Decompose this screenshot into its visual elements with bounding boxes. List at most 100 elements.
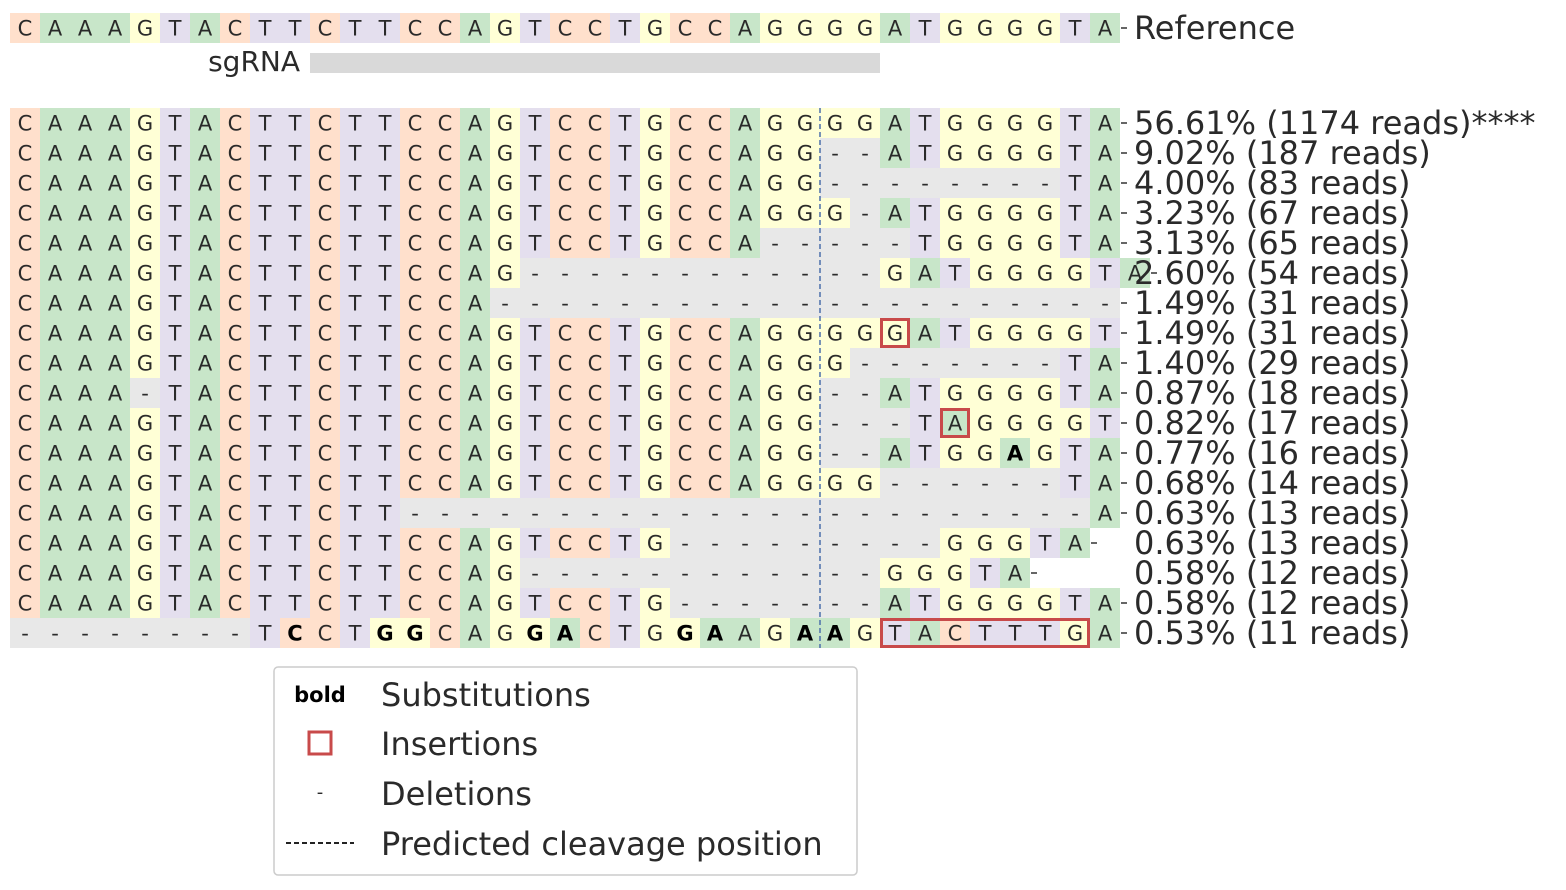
allele-cell <box>490 228 520 258</box>
allele-cell <box>850 618 880 648</box>
reference-cell <box>160 13 190 43</box>
allele-cell <box>40 168 70 198</box>
base-letter: G <box>137 352 153 376</box>
base-letter: G <box>797 382 813 406</box>
deletion-mark: - <box>621 502 629 526</box>
allele-cell <box>520 618 550 648</box>
base-letter: C <box>18 202 33 226</box>
allele-cell <box>220 408 250 438</box>
base-letter: T <box>378 532 392 556</box>
base-letter: A <box>468 262 483 286</box>
allele-cell <box>10 288 40 318</box>
allele-cell <box>340 438 370 468</box>
allele-cell <box>1000 618 1030 648</box>
base-letter: G <box>947 592 963 616</box>
deletion-mark: - <box>891 472 899 496</box>
base-letter: A <box>468 472 483 496</box>
base-letter: G <box>767 112 783 136</box>
allele-cell <box>820 378 850 408</box>
base-letter: T <box>378 382 392 406</box>
allele-cell <box>100 588 130 618</box>
base-letter: G <box>497 202 513 226</box>
allele-cell <box>430 498 460 528</box>
deletion-mark: - <box>561 502 569 526</box>
base-letter: G <box>497 112 513 136</box>
allele-cell <box>700 168 730 198</box>
allele-cell <box>970 228 1000 258</box>
base-letter: A <box>108 322 123 346</box>
allele-cell <box>670 588 700 618</box>
base-letter: C <box>318 412 333 436</box>
allele-cell <box>970 108 1000 138</box>
base-letter: T <box>288 382 302 406</box>
allele-cell <box>940 408 970 438</box>
base-letter: G <box>977 142 993 166</box>
allele-cell <box>760 558 790 588</box>
deletion-mark: - <box>861 442 869 466</box>
allele-cell <box>460 618 490 648</box>
base-letter: T <box>888 622 902 646</box>
allele-cell <box>520 288 550 318</box>
base-letter: C <box>318 442 333 466</box>
base-letter: A <box>1008 562 1023 586</box>
base-letter: T <box>258 412 272 436</box>
allele-cell <box>340 318 370 348</box>
base-letter: A <box>948 412 963 436</box>
allele-cell <box>40 348 70 378</box>
base-letter: A <box>48 532 63 556</box>
deletion-mark: - <box>621 292 629 316</box>
allele-cell <box>1120 258 1150 288</box>
allele-cell <box>610 288 640 318</box>
allele-cell <box>1030 498 1060 528</box>
allele-cell <box>1000 438 1030 468</box>
allele-cell <box>130 498 160 528</box>
base-letter: G <box>797 322 813 346</box>
base-letter: C <box>558 202 573 226</box>
allele-cell <box>280 498 310 528</box>
base-letter: G <box>137 562 153 586</box>
allele-cell <box>550 408 580 438</box>
deletion-mark: - <box>531 562 539 586</box>
allele-cell <box>280 108 310 138</box>
allele-cell <box>160 168 190 198</box>
reference-cell <box>1090 13 1120 43</box>
allele-cell <box>490 318 520 348</box>
allele-cell <box>70 228 100 258</box>
base-letter: C <box>558 172 573 196</box>
base-letter: G <box>1037 442 1053 466</box>
allele-cell <box>880 228 910 258</box>
base-letter: C <box>228 502 243 526</box>
allele-cell <box>640 408 670 438</box>
base-letter: C <box>558 17 573 41</box>
base-letter: T <box>978 622 992 646</box>
base-letter: A <box>468 352 483 376</box>
allele-cell <box>250 168 280 198</box>
allele-cell <box>910 588 940 618</box>
base-letter: A <box>108 562 123 586</box>
base-letter: A <box>1098 622 1113 646</box>
allele-cell <box>520 438 550 468</box>
allele-cell <box>730 618 760 648</box>
base-letter: A <box>1128 262 1143 286</box>
base-letter: A <box>78 292 93 316</box>
base-letter: G <box>647 412 663 436</box>
base-letter: A <box>198 502 213 526</box>
sgrna-label: sgRNA <box>208 45 300 78</box>
base-letter: T <box>288 352 302 376</box>
allele-cell <box>280 618 310 648</box>
allele-cell <box>520 258 550 288</box>
base-letter: G <box>1007 142 1023 166</box>
reference-cell <box>790 13 820 43</box>
allele-cell <box>610 108 640 138</box>
base-letter: A <box>738 142 753 166</box>
base-letter: A <box>48 412 63 436</box>
insertion-box <box>940 408 970 438</box>
base-letter: C <box>228 592 243 616</box>
allele-label: 56.61% (1174 reads)**** <box>1134 104 1536 142</box>
base-letter: A <box>738 382 753 406</box>
allele-cell <box>370 288 400 318</box>
allele-cell <box>100 618 130 648</box>
allele-cell <box>580 168 610 198</box>
base-letter: G <box>647 172 663 196</box>
